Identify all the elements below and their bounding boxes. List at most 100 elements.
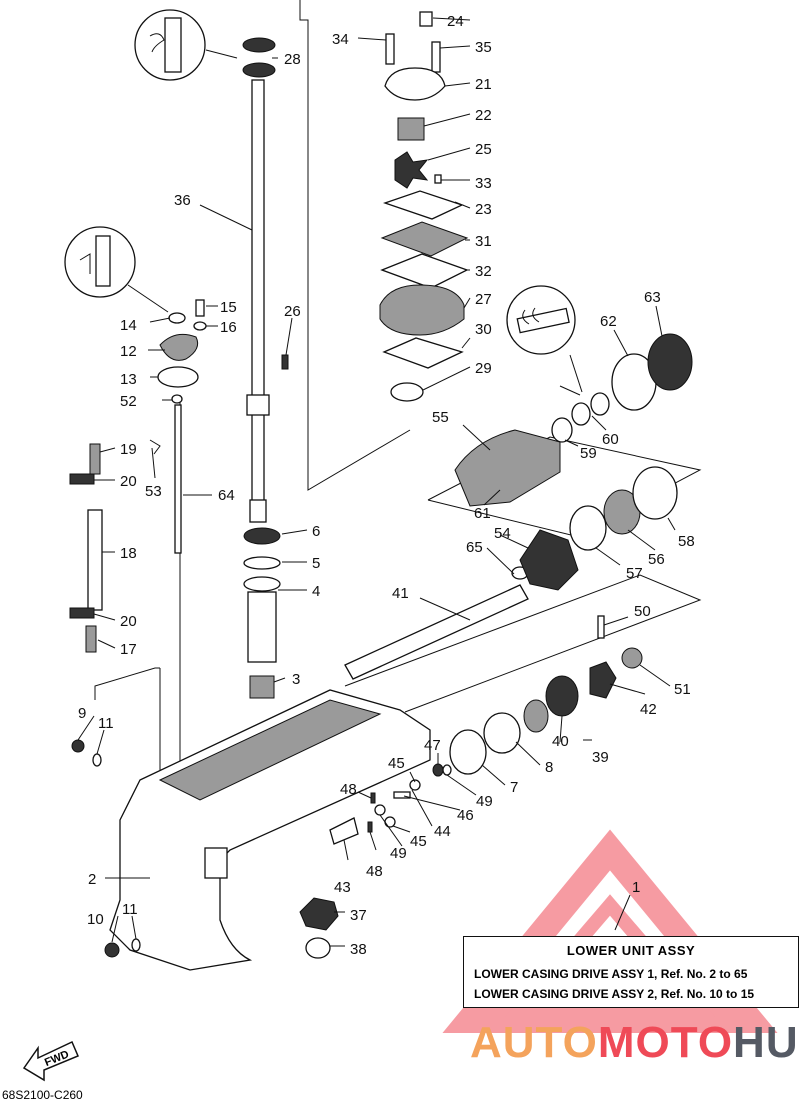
sleeve-4 [243, 576, 281, 663]
drive-shaft-36 [246, 79, 270, 523]
insert-22 [397, 117, 425, 141]
shift-rod-64 [174, 404, 182, 554]
pump-housing-21 [384, 67, 446, 101]
shift-cam-43 [329, 817, 359, 845]
watermark-part-3: HUB [733, 1018, 800, 1067]
part-label-11: 11 [122, 901, 138, 918]
washer-49-b [374, 804, 386, 816]
part-label-47: 47 [424, 737, 441, 754]
ring-nut-63 [647, 333, 693, 391]
seal-28 [242, 37, 276, 78]
pin-26 [281, 354, 289, 370]
part-label-8: 8 [545, 759, 553, 776]
part-label-6: 6 [312, 523, 320, 540]
plug-9 [71, 739, 85, 753]
drawing-code: 68S2100-C260 [2, 1088, 83, 1102]
key-33 [434, 174, 442, 184]
bearing-3 [249, 675, 275, 699]
part-label-12: 12 [120, 343, 137, 360]
part-label-46: 46 [457, 807, 474, 824]
part-label-9: 9 [78, 705, 86, 722]
o-ring-58 [632, 466, 678, 520]
legend-box: LOWER UNIT ASSY LOWER CASING DRIVE ASSY … [463, 936, 799, 1008]
part-label-17: 17 [120, 641, 137, 658]
shim-57 [569, 505, 607, 551]
legend-line-assy-2: LOWER CASING DRIVE ASSY 2, Ref. No. 10 t… [474, 987, 755, 1001]
washer-45-a [409, 779, 421, 791]
part-label-57: 57 [626, 565, 643, 582]
washer-49-a [442, 764, 452, 776]
part-label-61: 61 [474, 505, 491, 522]
nut-38 [305, 937, 331, 959]
part-label-24: 24 [447, 13, 464, 30]
part-label-43: 43 [334, 879, 351, 896]
pin-48-a [370, 792, 376, 804]
part-label-22: 22 [475, 107, 492, 124]
part-label-45: 45 [388, 755, 405, 772]
seal-60-b [590, 392, 610, 416]
part-label-19: 19 [120, 441, 137, 458]
part-label-49: 49 [476, 793, 493, 810]
pinion-gear-37 [299, 897, 339, 931]
part-label-2: 2 [88, 871, 96, 888]
part-label-39: 39 [592, 749, 609, 766]
leader-lines [77, 17, 676, 947]
part-label-14: 14 [120, 317, 137, 334]
water-tube-18 [87, 509, 103, 611]
part-label-62: 62 [600, 313, 617, 330]
gasket-30 [382, 337, 464, 369]
washer-47 [432, 763, 444, 777]
part-label-30: 30 [475, 321, 492, 338]
gasket-32 [380, 253, 469, 289]
gasket-23 [382, 190, 464, 220]
part-label-52: 52 [120, 393, 137, 410]
part-label-45: 45 [410, 833, 427, 850]
grommet-17 [85, 625, 97, 653]
part-label-33: 33 [475, 175, 492, 192]
part-label-53: 53 [145, 483, 162, 500]
shim-7 [449, 729, 487, 775]
bolt-15 [195, 299, 205, 317]
collar-24 [419, 11, 433, 27]
gear-54 [519, 529, 579, 591]
part-label-56: 56 [648, 551, 665, 568]
plate-31 [380, 221, 469, 257]
part-label-38: 38 [350, 941, 367, 958]
washer-45-b [384, 816, 396, 828]
gasket-11-lower [131, 938, 141, 952]
propeller-shaft-41 [344, 584, 529, 680]
clip-53 [149, 439, 161, 455]
gasket-11-upper [92, 753, 102, 767]
part-label-34: 34 [332, 31, 349, 48]
fwd-arrow-icon: FWD [22, 1040, 79, 1082]
part-label-64: 64 [218, 487, 235, 504]
part-label-11: 11 [98, 715, 114, 732]
detail-callout-14 [64, 226, 169, 313]
clutch-42 [589, 661, 617, 699]
watermark-part-1: AUTO [470, 1018, 598, 1067]
pump-case-27 [379, 284, 465, 336]
part-label-5: 5 [312, 555, 320, 572]
part-label-32: 32 [475, 263, 492, 280]
impeller-25 [394, 151, 429, 189]
part-label-59: 59 [580, 445, 597, 462]
casing-logo-mark [204, 847, 228, 879]
part-label-21: 21 [475, 76, 492, 93]
part-label-55: 55 [432, 409, 449, 426]
detail-callout-28 [134, 9, 238, 81]
part-label-65: 65 [466, 539, 483, 556]
watermark-text: AUTOMOTOHUB [470, 1018, 800, 1068]
part-label-44: 44 [434, 823, 451, 840]
fwd-label: FWD [43, 1048, 71, 1069]
pin-48-b [367, 821, 373, 833]
grommet-20-lower [69, 607, 95, 619]
grommet-19 [89, 443, 101, 475]
part-label-18: 18 [120, 545, 137, 562]
part-label-29: 29 [475, 360, 492, 377]
part-label-23: 23 [475, 201, 492, 218]
bearing-housing-55 [454, 429, 561, 507]
part-label-35: 35 [475, 39, 492, 56]
bearing-59 [551, 417, 573, 443]
part-label-28: 28 [284, 51, 301, 68]
